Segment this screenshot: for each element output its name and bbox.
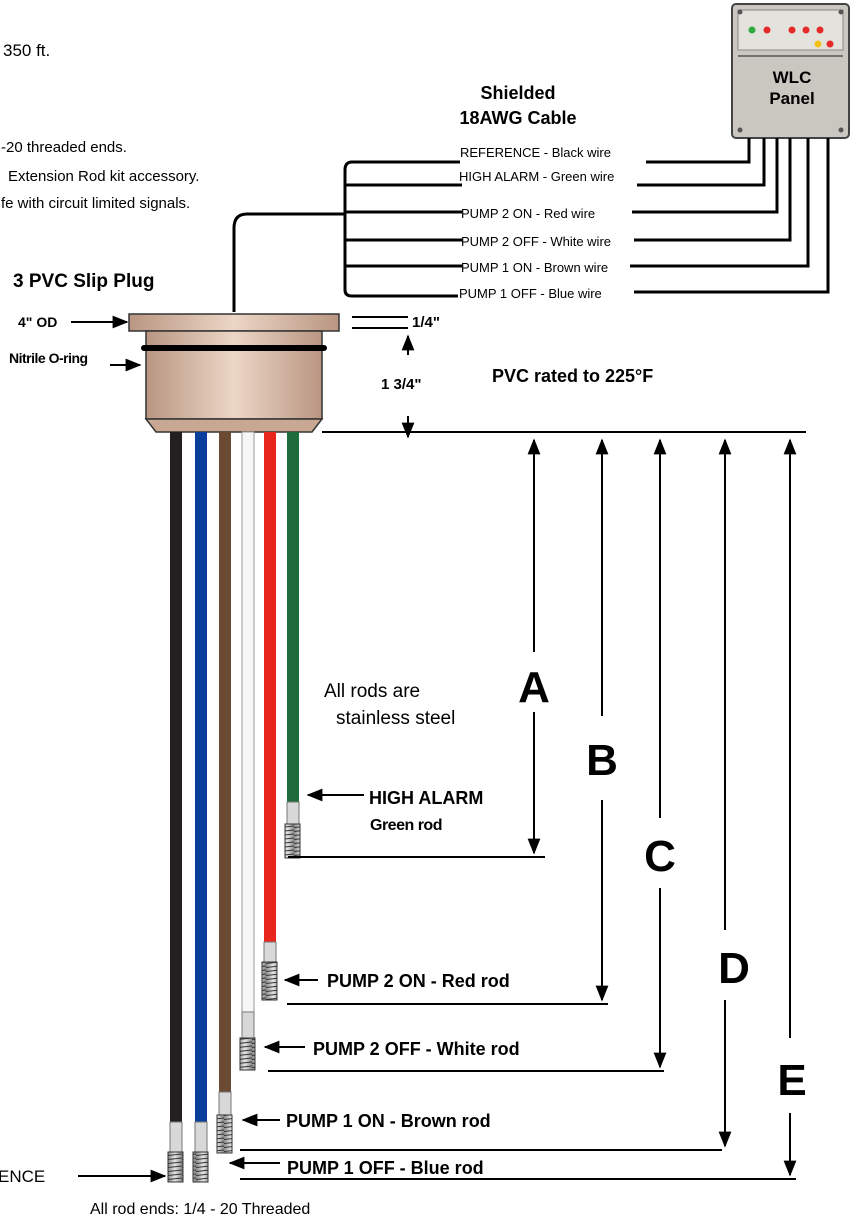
wlc-panel: WLC Panel: [731, 3, 850, 139]
pump1-off-label: PUMP 1 OFF - Blue rod: [287, 1158, 484, 1178]
high-alarm-label-line-2: Green rod: [370, 817, 442, 834]
indicator-light-red: [788, 26, 796, 34]
wire-label-reference: REFERENCE - Black wire: [460, 145, 611, 160]
pump1-off-rod-blue: [195, 432, 207, 1154]
plug-title: 3 PVC Slip Plug: [13, 271, 154, 292]
dimension-b: B: [586, 736, 618, 785]
rod-material-note-line-1: All rods are: [324, 681, 420, 702]
cable-title-line-2: 18AWG Cable: [459, 108, 576, 128]
panel-title-line-2: Panel: [769, 89, 814, 108]
wire-label-pump2-off: PUMP 2 OFF - White wire: [461, 234, 611, 249]
dimension-c: C: [644, 832, 676, 881]
pump1-off-rod-thread: [192, 1151, 209, 1183]
indicator-light-green: [748, 26, 756, 34]
pump2-off-rod-thread: [239, 1037, 256, 1071]
intro-line-3: Extension Rod kit accessory.: [8, 168, 199, 185]
cable-title-line-1: Shielded: [480, 83, 555, 103]
wire-label-high-alarm: HIGH ALARM - Green wire: [459, 169, 614, 184]
wire-label-pump1-off: PUMP 1 OFF - Blue wire: [459, 286, 602, 301]
pvc-slip-plug: [128, 313, 340, 433]
top-thickness-label: 1/4": [412, 314, 440, 331]
reference-label: ENCE: [0, 1167, 45, 1186]
reference-rod-black: [170, 432, 182, 1154]
body-height-label: 1 3/4": [381, 376, 421, 393]
rods: [167, 431, 301, 1183]
rod-ends-footer: All rod ends: 1/4 - 20 Threaded: [90, 1201, 310, 1218]
intro-line-2: -20 threaded ends.: [1, 139, 127, 156]
pump2-on-rod-thread: [261, 961, 278, 1001]
intro-line-1: 350 ft.: [3, 41, 50, 60]
dimension-a: A: [518, 663, 550, 712]
dimension-lines: [240, 438, 797, 1180]
oring-label: Nitrile O-ring: [9, 350, 88, 366]
pump2-off-label: PUMP 2 OFF - White rod: [313, 1039, 520, 1059]
pump2-off-rod-white: [241, 431, 255, 1013]
plug-dimensions: [322, 316, 806, 439]
pump2-on-label: PUMP 2 ON - Red rod: [327, 971, 510, 991]
dimension-e: E: [777, 1056, 806, 1105]
indicator-light-red: [802, 26, 810, 34]
high-alarm-rod-green: [287, 432, 299, 802]
pvc-rating-label: PVC rated to 225°F: [492, 366, 653, 386]
dimension-d: D: [718, 944, 750, 993]
high-alarm-rod-thread: [284, 823, 301, 859]
pump1-on-rod-thread: [216, 1114, 233, 1154]
pump1-on-rod-brown: [219, 432, 231, 1092]
rod-pointers: [78, 788, 364, 1183]
high-alarm-label-line-1: HIGH ALARM: [369, 788, 483, 808]
wire-bundle: [232, 138, 830, 312]
wire-label-pump2-on: PUMP 2 ON - Red wire: [461, 206, 595, 221]
intro-line-4: fe with circuit limited signals.: [1, 195, 190, 212]
indicator-light-yellow: [814, 40, 822, 48]
pump2-on-rod-red: [264, 432, 276, 942]
panel-title-line-1: WLC: [773, 68, 812, 87]
wire-labels: REFERENCE - Black wire HIGH ALARM - Gree…: [459, 145, 614, 301]
indicator-light-red: [816, 26, 824, 34]
reference-rod-thread: [167, 1151, 184, 1183]
indicator-light-red: [763, 26, 771, 34]
od-label: 4" OD: [18, 314, 57, 330]
pump1-on-label: PUMP 1 ON - Brown rod: [286, 1111, 491, 1131]
wire-label-pump1-on: PUMP 1 ON - Brown wire: [461, 260, 608, 275]
indicator-light-red: [826, 40, 834, 48]
nitrile-o-ring: [141, 345, 327, 351]
rod-material-note-line-2: stainless steel: [336, 708, 455, 729]
